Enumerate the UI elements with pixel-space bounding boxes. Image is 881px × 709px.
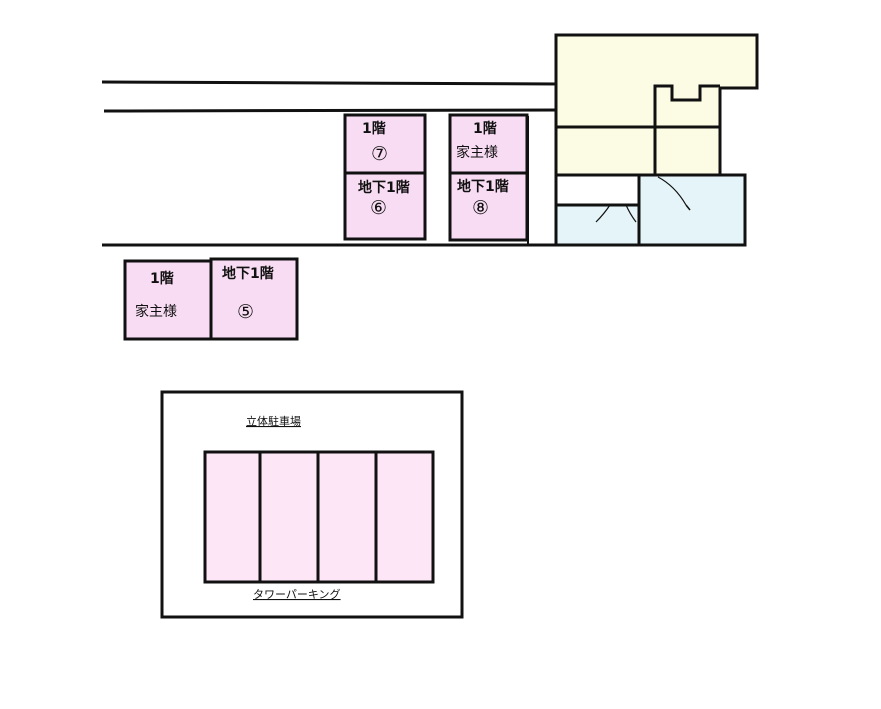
unit-5-number: ⑤ — [237, 301, 254, 323]
main-house-notch — [653, 84, 720, 175]
door-swing-right — [625, 204, 637, 223]
tower-parking — [203, 450, 435, 584]
unit-6-number: ⑥ — [370, 197, 387, 219]
parking-area: 立体駐車場 タワーパーキング — [160, 390, 464, 619]
parking-title: 立体駐車場 — [246, 414, 301, 428]
unit-owner-left-floor: 1階 — [150, 270, 174, 287]
unit-5-cell — [209, 257, 299, 341]
tower-bay-1 — [203, 450, 262, 584]
tower-bay-2 — [258, 450, 320, 584]
unit-block-owner-8: 1階 家主様 地下1階 ⑧ — [448, 113, 529, 242]
entry-area — [554, 173, 747, 247]
entry-right — [637, 173, 747, 247]
entry-left — [554, 203, 641, 247]
unit-6-cell — [343, 171, 427, 241]
unit-block-owner-5: 1階 家主様 地下1階 ⑤ — [123, 257, 299, 341]
unit-block-7-6: 1階 ⑦ 地下1階 ⑥ — [343, 113, 427, 241]
road — [101, 80, 562, 113]
tower-bay-4 — [374, 450, 435, 584]
unit-5-floor: 地下1階 — [222, 265, 274, 282]
unit-8-floor: 地下1階 — [457, 178, 509, 195]
unit-owner-top-cell — [448, 113, 529, 175]
unit-7-number: ⑦ — [371, 143, 388, 165]
unit-6-floor: 地下1階 — [358, 179, 410, 196]
door-swing-center — [657, 176, 687, 206]
tower-bay-3 — [316, 450, 378, 584]
unit-8-number: ⑧ — [472, 197, 489, 219]
unit-owner-top-floor: 1階 — [473, 120, 497, 137]
door-leaf — [685, 204, 691, 211]
unit-7-floor: 1階 — [362, 120, 386, 137]
tower-parking-label: タワーパーキング — [253, 587, 341, 601]
road-edge-bottom — [103, 108, 561, 113]
unit-owner-top-tenant: 家主様 — [456, 144, 498, 161]
road-edge-top — [101, 80, 561, 86]
unit-owner-left-tenant: 家主様 — [135, 303, 177, 320]
door-swing-left — [595, 204, 611, 223]
unit-8-cell — [448, 171, 529, 242]
main-house — [554, 33, 759, 177]
